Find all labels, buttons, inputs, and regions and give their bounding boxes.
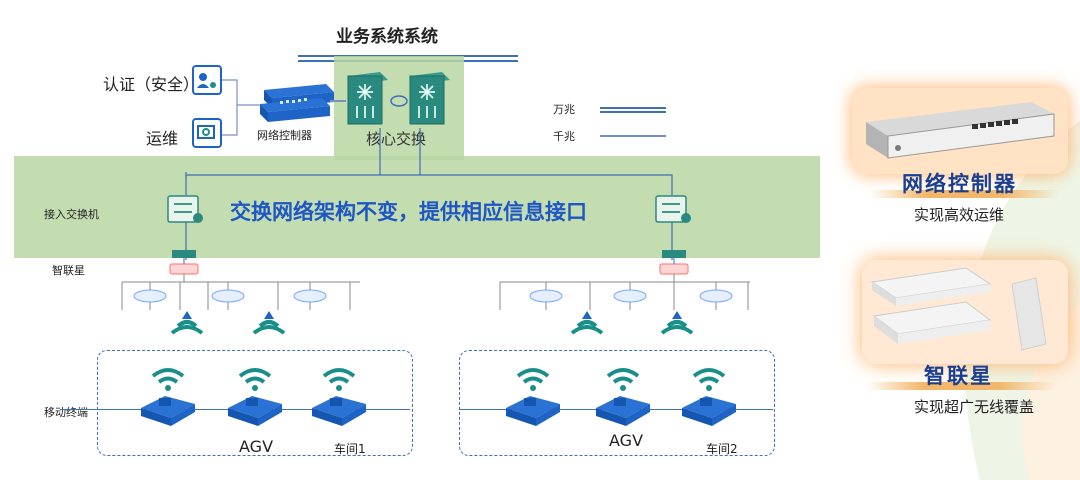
core-link-icon [390, 95, 408, 107]
wifi-icon [170, 311, 204, 335]
auth-label: 认证（安全） [103, 75, 200, 94]
controller-product-image [866, 102, 1055, 159]
auth-ops-connectors [222, 79, 262, 136]
smart-star-product-subtitle: 实现超广无线覆盖 [914, 398, 1035, 416]
network-controller-label: 网络控制器 [257, 129, 312, 142]
wifi-icon [252, 311, 286, 335]
access-switch-2-icon [655, 195, 691, 223]
agv-vehicle-icon [682, 368, 736, 426]
workshop-2-agv-label: AGV [609, 431, 644, 450]
core-switch-2-icon [409, 72, 450, 125]
legend-ten-gig-line [600, 107, 666, 109]
monitor-search-icon [192, 118, 222, 148]
agv-vehicle-icon [506, 368, 560, 426]
mobile-terminal-label: 移动终端 [44, 406, 88, 419]
legend-ten-gig-line-2 [600, 111, 666, 113]
workshop-1-box [97, 350, 413, 456]
workshop-2-box [459, 350, 775, 456]
smart-star-label: 智联星 [52, 264, 85, 277]
legend-gig-label: 千兆 [553, 130, 575, 143]
page-title: 业务系统系统 [336, 27, 438, 47]
controller-core-link [330, 100, 346, 102]
agv-vehicle-icon [596, 368, 650, 426]
agv-vehicle-icon [312, 368, 366, 426]
core-switch-1-icon [347, 72, 388, 125]
legend-ten-gig-label: 万兆 [553, 103, 575, 116]
wifi-icon [660, 311, 694, 335]
user-id-icon [192, 65, 222, 95]
access-switch-1-icon [167, 195, 203, 223]
legend-gig-line [600, 135, 666, 137]
agv-vehicle-icon [228, 368, 282, 426]
smart-star-title-underline [866, 382, 1056, 390]
controller-product-subtitle: 实现高效运维 [914, 206, 1005, 224]
controller-product-title: 网络控制器 [902, 172, 1017, 196]
agv-vehicle-icon [141, 368, 195, 426]
ops-label: 运维 [146, 129, 179, 148]
network-controller-icon [260, 84, 334, 122]
ap-tree-right [499, 250, 750, 310]
band-headline: 交换网络架构不变，提供相应信息接口 [230, 200, 587, 224]
controller-title-underline [870, 190, 1060, 198]
access-switch-label: 接入交换机 [44, 208, 99, 221]
ap-tree-left [121, 250, 360, 310]
workshop-1-agv-label: AGV [239, 437, 274, 456]
wifi-icon [570, 311, 604, 335]
smart-star-product-image [870, 267, 1047, 351]
workshop-1-name: 车间1 [334, 442, 366, 456]
workshop-2-name: 车间2 [706, 442, 738, 456]
core-switch-label: 核心交换 [366, 130, 427, 148]
smart-star-product-title: 智联星 [924, 364, 993, 388]
